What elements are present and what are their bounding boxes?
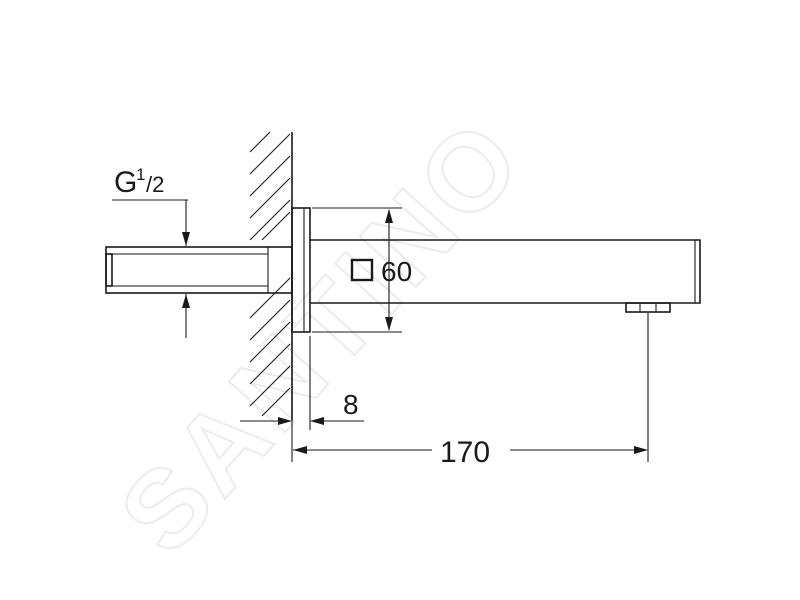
square-dimension xyxy=(312,207,402,333)
spout-length-dimension xyxy=(293,313,649,462)
square-size-label: 60 xyxy=(381,256,412,287)
thread-dimension xyxy=(112,199,190,338)
thread-label: G xyxy=(114,166,137,199)
plate-depth-label: 8 xyxy=(343,389,359,420)
spout-length-label: 170 xyxy=(440,436,490,469)
thread-label-numerator: 1 xyxy=(136,165,145,184)
square-symbol-icon xyxy=(350,258,374,282)
thread-label-denominator: /2 xyxy=(146,172,164,197)
watermark-text: SANTINO xyxy=(96,95,547,576)
thread-connector xyxy=(105,246,293,294)
plate-depth-dimension xyxy=(240,336,364,462)
wall-plate xyxy=(291,207,311,333)
spout-body xyxy=(310,239,701,313)
